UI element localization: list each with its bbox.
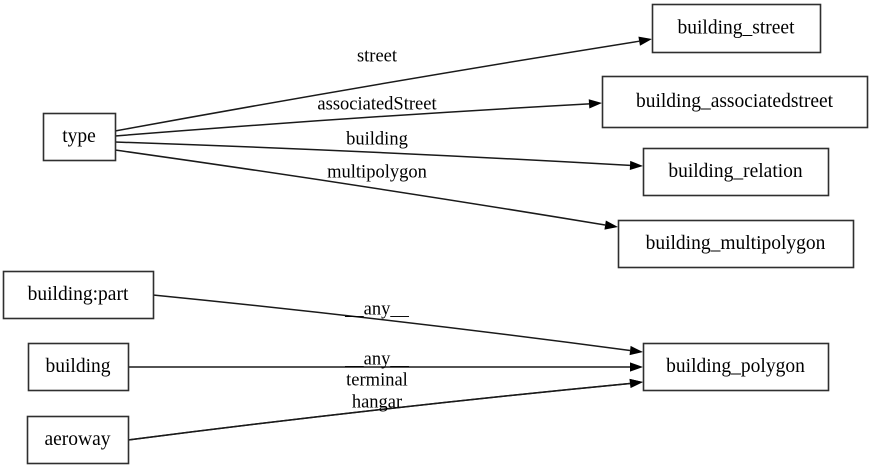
node-building_multipolygon[interactable]: building_multipolygon — [617, 219, 855, 269]
node-building_street[interactable]: building_street — [651, 3, 822, 54]
edge-label-e7: terminal — [346, 370, 408, 390]
edge-label-e8: hangar — [352, 392, 402, 412]
arrowhead-icon — [630, 362, 643, 372]
arrowhead-icon — [604, 220, 618, 230]
edge-line — [114, 149, 606, 226]
arrowhead-icon — [638, 36, 652, 46]
edge-line — [127, 382, 631, 441]
edge-aeroway-to-building_polygon — [127, 378, 643, 441]
node-box — [601, 75, 869, 129]
nodes-layer: type building_street building_associatedst… — [2, 3, 869, 465]
edge-type-to-building_street — [114, 36, 652, 132]
node-aeroway[interactable]: aeroway — [26, 415, 130, 465]
edge-label-e1: street — [357, 46, 398, 66]
node-box — [27, 342, 130, 392]
node-box — [2, 270, 155, 320]
node-building_part[interactable]: building:part — [2, 270, 155, 320]
node-box — [42, 112, 117, 162]
edges-layer — [114, 36, 652, 441]
edge-label-e6: __any__ — [344, 349, 409, 369]
edge-building_part-to-building_polygon — [152, 294, 643, 356]
edge-labels-layer: street associatedStreet building multipolyg… — [317, 46, 437, 412]
edge-type-to-building_relation — [114, 141, 643, 171]
node-box — [642, 147, 830, 197]
edge-type-to-building_multipolygon — [114, 149, 618, 230]
node-box — [651, 3, 822, 54]
node-label: building — [45, 356, 110, 377]
node-box — [642, 342, 830, 392]
node-building_relation[interactable]: building_relation — [642, 147, 830, 197]
node-building_associatedstreet[interactable]: building_associatedstreet — [601, 75, 869, 129]
edge-line — [152, 294, 631, 352]
edge-label-e3: building — [346, 129, 408, 149]
node-label: building_street — [678, 17, 796, 38]
edge-line — [114, 141, 631, 167]
arrowhead-icon — [629, 160, 643, 171]
edge-type-to-building_associatedstreet — [114, 99, 602, 137]
node-label: building_multipolygon — [646, 233, 826, 254]
node-box — [26, 415, 130, 465]
node-label: type — [62, 126, 96, 147]
arrowhead-icon — [629, 345, 643, 356]
edge-line — [114, 103, 590, 137]
edge-building-to-building_polygon — [128, 362, 643, 372]
edge-label-e4: multipolygon — [327, 162, 427, 182]
arrowhead-icon — [629, 378, 643, 389]
node-label: building_relation — [668, 161, 803, 182]
node-label: building:part — [28, 284, 129, 305]
arrowhead-icon — [588, 99, 602, 109]
edge-line — [114, 40, 640, 132]
node-box — [617, 219, 855, 269]
node-building[interactable]: building — [27, 342, 130, 392]
edge-label-e2: associatedStreet — [317, 94, 437, 114]
edge-label-e5: __any__ — [344, 299, 409, 319]
node-type[interactable]: type — [42, 112, 117, 162]
node-building_polygon[interactable]: building_polygon — [642, 342, 830, 392]
node-label: building_associatedstreet — [636, 91, 834, 112]
node-label: aeroway — [44, 429, 110, 450]
node-label: building_polygon — [666, 356, 805, 377]
